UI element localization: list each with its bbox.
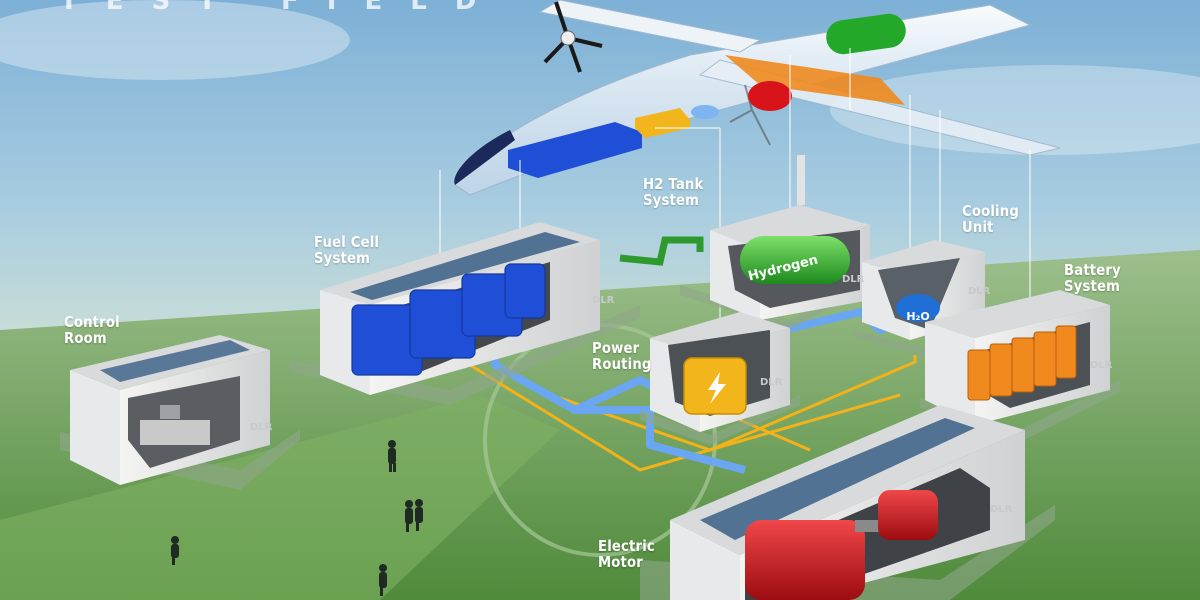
plane-motor: [748, 81, 792, 111]
label-battery: Battery System: [1064, 261, 1121, 295]
dlr-logo-icon: DLR: [760, 377, 783, 388]
lawn-area: [0, 395, 560, 600]
person-figure: [415, 499, 423, 531]
dlr-logo-icon: DLR: [250, 422, 273, 433]
water-tag: H₂O: [906, 310, 929, 323]
dlr-logo-icon: DLR: [968, 286, 991, 297]
label-control-room: Control Room: [64, 313, 120, 347]
plane-cooling: [691, 105, 719, 119]
cloud: [0, 0, 350, 80]
plane-fuel-cell: [508, 122, 642, 178]
propeller-left: [543, 1, 603, 73]
label-h2-tank: H2 Tank System: [643, 175, 704, 209]
plane-battery: [725, 55, 905, 105]
dlr-logo-icon: DLR: [1090, 360, 1113, 371]
person-figure: [405, 500, 413, 532]
cooling-unit-building: H₂O: [855, 240, 990, 358]
person-figure: [171, 536, 179, 565]
airplane: [454, 0, 1061, 196]
label-electric-motor: Electric Motor: [598, 537, 655, 571]
control-room-building: [60, 335, 300, 490]
header-title: TEST FIELD: [60, 0, 505, 16]
h2-tank-building: Hydrogen: [680, 155, 880, 330]
lightning-icon: [708, 372, 726, 404]
dlr-logo-icon: DLR: [990, 504, 1013, 515]
battery-building: [920, 290, 1120, 442]
plane-h2-tank: [826, 13, 906, 55]
people: [171, 440, 423, 596]
dlr-logo-icon: DLR: [592, 295, 615, 306]
fuel-cell-building: [290, 222, 640, 405]
electric-motor-building: [640, 405, 1055, 600]
label-power-routing: Power Routing: [592, 339, 652, 373]
person-figure: [379, 564, 387, 596]
person-figure: [388, 440, 396, 472]
cloud: [830, 65, 1200, 155]
dlr-logo-icon: DLR: [842, 274, 865, 285]
power-routing-building: [640, 312, 800, 445]
label-fuel-cell: Fuel Cell System: [314, 233, 380, 267]
hydrogen-pipe: [619, 236, 704, 266]
label-cooling: Cooling Unit: [962, 202, 1019, 236]
plane-power-box: [635, 108, 690, 138]
